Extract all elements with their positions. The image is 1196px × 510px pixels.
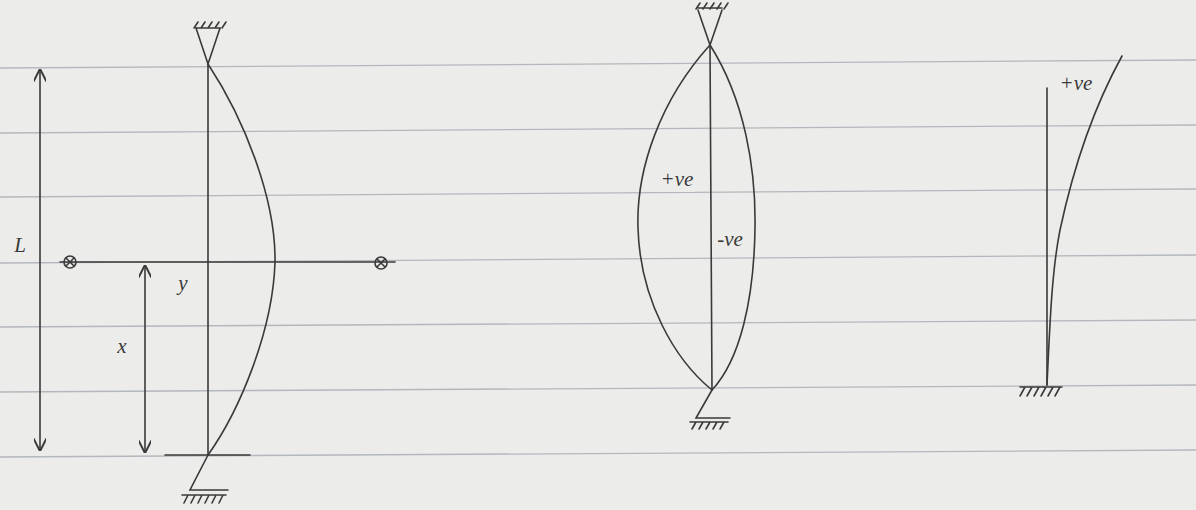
section-line bbox=[60, 261, 395, 263]
sign-label: +ve bbox=[659, 168, 696, 191]
sign-label: -ve bbox=[715, 228, 745, 251]
ruled-line bbox=[0, 125, 1196, 133]
deflection-label: y bbox=[176, 272, 189, 295]
length-dimension bbox=[39, 70, 41, 450]
ruled-line bbox=[0, 255, 1196, 263]
deflected-curve bbox=[208, 64, 275, 455]
distance-label: x bbox=[115, 335, 128, 358]
ruled-line bbox=[0, 450, 1196, 457]
mode-curve bbox=[638, 45, 712, 390]
column-axis bbox=[1046, 88, 1048, 385]
deflected-curve bbox=[1047, 56, 1122, 385]
fixed-support bbox=[1020, 387, 1062, 396]
mode-curve bbox=[710, 45, 755, 390]
ruled-line bbox=[0, 189, 1196, 197]
hinge-support bbox=[196, 28, 220, 64]
label-holder: y bbox=[176, 272, 189, 295]
section-mark bbox=[64, 256, 76, 268]
label-holder: x bbox=[115, 335, 128, 358]
label-holder: +ve bbox=[1058, 72, 1095, 95]
length-label: L bbox=[12, 234, 28, 257]
ruled-line bbox=[0, 385, 1196, 392]
ruled-line bbox=[0, 320, 1196, 327]
hinge-support bbox=[698, 10, 722, 45]
section-mark bbox=[375, 257, 387, 269]
column-axis bbox=[710, 45, 712, 390]
label-holder: L bbox=[12, 234, 28, 257]
base-line bbox=[165, 454, 250, 456]
hinge-hatching bbox=[194, 22, 226, 28]
hinge-support bbox=[190, 455, 228, 490]
label-holder: +ve bbox=[659, 168, 696, 191]
column-axis bbox=[207, 64, 209, 455]
hinge-hatching bbox=[696, 3, 728, 9]
sign-label: +ve bbox=[1058, 72, 1095, 95]
ruled-lines bbox=[0, 60, 1196, 457]
x-dimension bbox=[144, 266, 146, 452]
label-holder: -ve bbox=[715, 228, 745, 251]
hinge-hatching bbox=[182, 495, 226, 503]
hinge-hatching bbox=[690, 422, 728, 429]
ruled-line bbox=[0, 60, 1196, 68]
hinge-support bbox=[696, 390, 730, 418]
